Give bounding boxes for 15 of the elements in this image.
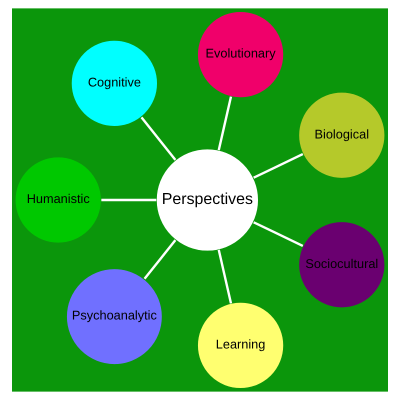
node-circle: Perspectives — [156, 148, 259, 252]
connector — [144, 239, 176, 280]
connector — [253, 221, 304, 248]
node-circle: Sociocultural — [298, 221, 386, 308]
node-circle: Evolutionary — [197, 11, 284, 98]
connector — [253, 152, 304, 179]
connector — [140, 116, 176, 161]
node-circle: Learning — [197, 302, 284, 389]
connector — [101, 198, 156, 202]
connector — [218, 96, 232, 150]
node-circle: Cognitive — [70, 40, 158, 127]
node-circle: Humanistic — [14, 156, 102, 244]
connector — [218, 250, 232, 304]
node-circle: Biological — [298, 92, 386, 179]
node-circle: Psychoanalytic — [66, 268, 163, 365]
